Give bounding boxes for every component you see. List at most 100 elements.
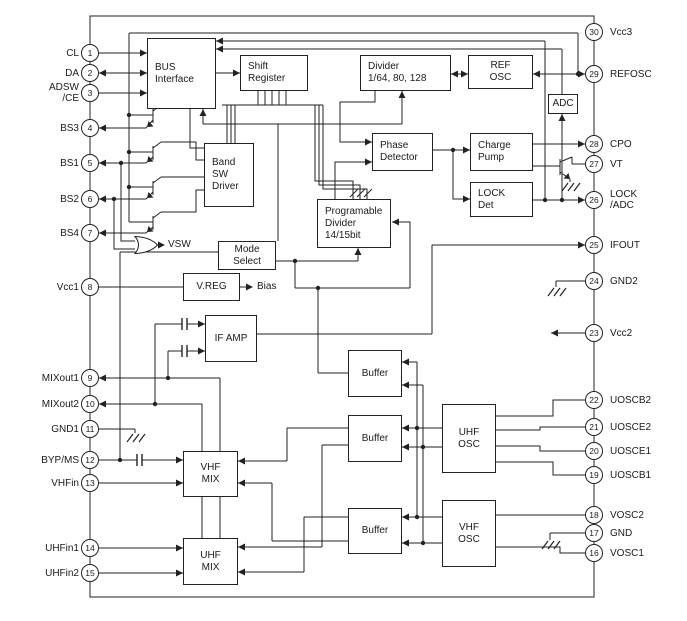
arrowhead <box>158 241 165 249</box>
block-bus-interface: BUS Interface <box>147 38 216 109</box>
block-vreg: V.REG <box>183 273 240 301</box>
capacitor-icon <box>181 318 188 330</box>
arrowhead <box>578 70 585 78</box>
ground-icon <box>561 182 581 192</box>
arrowhead <box>365 138 372 146</box>
block-ref-osc: REF OSC <box>468 55 533 89</box>
pin-20-label: UOSCE1 <box>610 445 652 457</box>
arrowhead <box>354 248 362 255</box>
block-vhf-mix: VHF MIX <box>183 451 238 497</box>
arrowhead <box>551 329 558 337</box>
pin-2-label: DA <box>65 67 79 79</box>
pin-16: 16 <box>585 544 603 562</box>
arrowhead <box>176 544 183 552</box>
pin-6-label: BS2 <box>60 193 79 205</box>
junction-dot <box>420 444 426 450</box>
pin-2: 2 <box>81 64 99 82</box>
pin-29: 29 <box>585 65 603 83</box>
pin-30-label: Vcc3 <box>610 26 633 38</box>
arrowhead <box>246 283 253 291</box>
pin-3-label: ADSW /CE <box>49 82 79 104</box>
junction-dot <box>292 258 298 264</box>
pin-10-label: MIXout2 <box>41 398 79 410</box>
capacitor-icon <box>136 454 143 466</box>
arrowhead <box>402 539 409 547</box>
pin-7: 7 <box>81 224 99 242</box>
junction-dot <box>165 375 171 381</box>
arrowhead <box>402 358 409 366</box>
block-vhf-osc: VHF OSC <box>442 500 496 567</box>
junction-dot <box>450 147 456 153</box>
arrowhead <box>238 543 245 551</box>
arrowhead <box>140 49 147 57</box>
arrowhead <box>392 218 399 226</box>
pin-23: 23 <box>585 324 603 342</box>
pin-9: 9 <box>81 369 99 387</box>
junction-dot <box>315 285 321 291</box>
arrowhead <box>147 121 154 127</box>
capacitor-icon <box>181 345 188 357</box>
pin-7-label: BS4 <box>60 227 79 239</box>
junction-dot <box>126 184 132 190</box>
pin-4: 4 <box>81 119 99 137</box>
block-if-amp: IF AMP <box>205 315 257 362</box>
block-uhf-mix: UHF MIX <box>183 538 238 585</box>
arrowhead <box>578 241 585 249</box>
junction-dot <box>126 112 132 118</box>
pin-30: 30 <box>585 23 603 41</box>
block-mode-select: Mode Select <box>218 241 276 270</box>
block-buffer-1: Buffer <box>348 350 402 397</box>
pin-6: 6 <box>81 190 99 208</box>
block-phase-detector: Phase Detector <box>372 133 433 171</box>
arrowhead <box>463 195 470 203</box>
ground-icon <box>126 433 146 443</box>
arrowhead <box>402 443 409 451</box>
ground-icon <box>547 287 567 297</box>
pin-9-label: MIXout1 <box>41 372 79 384</box>
arrowhead <box>365 158 372 166</box>
pin-5-label: BS1 <box>60 157 79 169</box>
junction-dot <box>118 160 124 166</box>
junction-dot <box>420 540 426 546</box>
arrowhead <box>99 400 106 408</box>
arrowhead <box>558 114 566 121</box>
pin-24: 24 <box>585 272 603 290</box>
pin-26-label: LOCK /ADC <box>610 189 638 211</box>
pin-10: 10 <box>81 395 99 413</box>
pin-23-label: Vcc2 <box>610 327 633 339</box>
junction-dot <box>152 401 158 407</box>
pin-19-label: UOSCB1 <box>610 469 652 481</box>
block-prog-divider: Programable Divider 14/15bit <box>317 199 391 248</box>
annotation-bias: Bias <box>257 281 277 292</box>
arrowhead <box>198 347 205 355</box>
arrowhead <box>402 381 409 389</box>
annotation-vsw: VSW <box>168 239 191 250</box>
arrowhead <box>233 69 240 77</box>
arrowhead <box>216 37 223 45</box>
arrowhead <box>99 195 106 203</box>
pin-28: 28 <box>585 135 603 153</box>
junction-dot <box>126 149 132 155</box>
block-lock-det: LOCK Det <box>470 182 533 217</box>
pin-12-label: BYP/MS <box>41 454 79 466</box>
block-buffer-3: Buffer <box>348 508 402 554</box>
junction-dot <box>542 197 548 203</box>
arrowhead <box>176 569 183 577</box>
arrowhead <box>176 456 183 464</box>
arrowhead <box>463 146 470 154</box>
pin-27: 27 <box>585 155 603 173</box>
arrowhead <box>402 513 409 521</box>
pin-18-label: VOSC2 <box>610 509 644 521</box>
pin-21: 21 <box>585 418 603 436</box>
junction-dot <box>414 425 420 431</box>
arrowhead <box>99 374 106 382</box>
pin-1-label: CL <box>66 47 79 59</box>
pin-4-label: BS3 <box>60 122 79 134</box>
block-band-sw-driver: Band SW Driver <box>204 143 254 207</box>
pin-13-label: VHFin <box>51 477 79 489</box>
arrowhead <box>578 196 585 204</box>
arrowhead <box>398 91 406 98</box>
pin-12: 12 <box>81 451 99 469</box>
